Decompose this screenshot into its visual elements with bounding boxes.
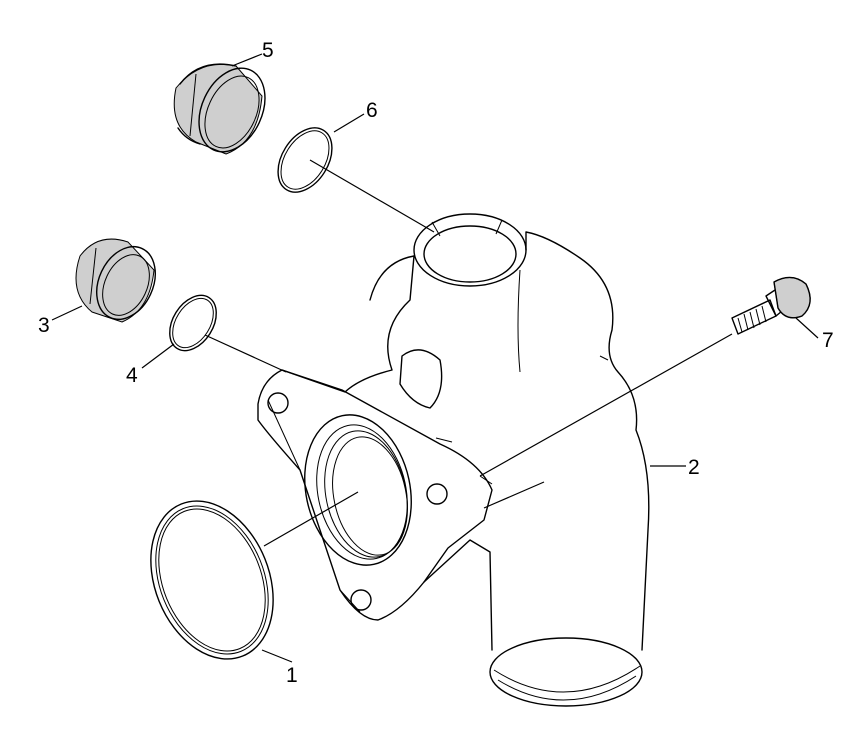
part-4-o-ring (169, 294, 217, 352)
leader-7 (795, 317, 819, 339)
leader-6 (333, 113, 365, 133)
callout-4: 4 (126, 364, 138, 387)
leader-2-axis (479, 333, 733, 477)
leader-4 (141, 343, 175, 369)
callout-1: 1 (286, 664, 298, 687)
leader-1 (261, 649, 293, 663)
callout-6: 6 (366, 99, 378, 122)
part-2-housing (257, 213, 650, 707)
part-5-cap-plug (173, 63, 266, 155)
leader-3 (51, 305, 83, 321)
leader-1-axis (263, 491, 359, 547)
part-6-o-ring (277, 127, 333, 193)
leader-lines (51, 53, 819, 663)
part-7-bolt (731, 276, 811, 335)
leader-2-axis-b (483, 481, 545, 509)
part-1-gasket (150, 500, 274, 660)
callout-2: 2 (688, 456, 700, 479)
part-3-cap-plug (75, 238, 156, 323)
leader-6-axis (309, 159, 435, 233)
callouts: 1 2 3 4 5 6 7 (38, 39, 834, 687)
callout-5: 5 (262, 39, 274, 62)
callout-7: 7 (822, 329, 834, 352)
callout-3: 3 (38, 314, 50, 337)
leader-4-axis (204, 334, 287, 373)
leader-5 (231, 53, 263, 67)
